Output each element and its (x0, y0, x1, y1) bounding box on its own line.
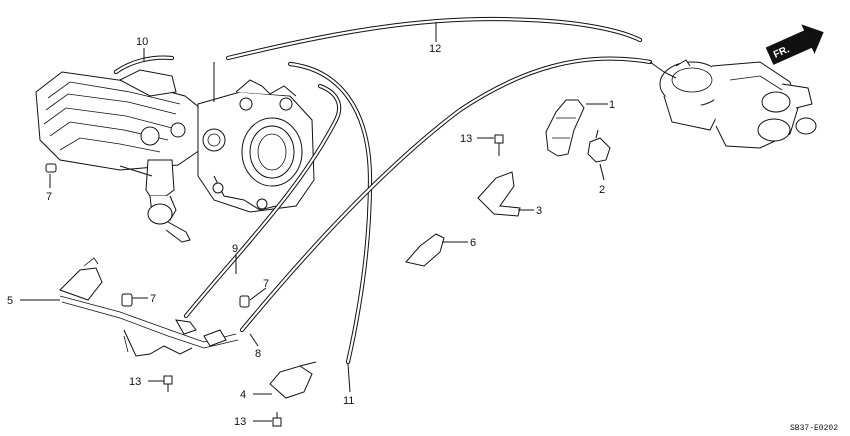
throttle-body (197, 79, 315, 213)
bracket-1 (545, 99, 585, 157)
callout-11: 11 (343, 395, 354, 407)
callout-13c: 13 (234, 416, 246, 428)
vacuum-actuator (659, 59, 817, 149)
callout-8: 8 (255, 348, 261, 360)
hose-9 (183, 83, 342, 319)
bolt-13c-icon (272, 412, 282, 427)
callout-5: 5 (7, 295, 13, 307)
callout-1: 1 (609, 99, 615, 111)
hose-12 (225, 16, 643, 61)
bracket-3 (477, 171, 521, 217)
cap-7c-icon (239, 295, 250, 308)
bolt-13b-icon (163, 375, 173, 392)
callout-3: 3 (536, 205, 542, 217)
bracket-4 (269, 361, 317, 399)
callout-6: 6 (470, 237, 476, 249)
callout-2: 2 (599, 184, 605, 196)
callout-7c: 7 (263, 278, 269, 290)
hose-long-11 (287, 61, 373, 365)
clip-2 (587, 129, 611, 163)
intake-manifold (35, 69, 206, 243)
callout-7b: 7 (150, 293, 156, 305)
hose-10 (113, 55, 175, 75)
callout-13b: 13 (129, 376, 141, 388)
callout-12: 12 (429, 43, 441, 55)
bracket-6 (405, 233, 445, 267)
diagram-code: SB37-E0202 (790, 424, 838, 433)
callout-10: 10 (136, 36, 148, 48)
callout-7a: 7 (46, 191, 52, 203)
callout-13a: 13 (460, 133, 472, 145)
cap-7a-icon (45, 163, 57, 173)
callout-4: 4 (240, 389, 246, 401)
hose-long-to-actuator (239, 56, 653, 333)
front-direction-arrow: FR. (765, 24, 824, 65)
pipe-assembly-5 (59, 257, 239, 357)
leader-lines (20, 22, 608, 422)
bolt-13a-icon (494, 134, 504, 156)
cap-7b-icon (121, 293, 133, 307)
callout-9: 9 (232, 243, 238, 255)
